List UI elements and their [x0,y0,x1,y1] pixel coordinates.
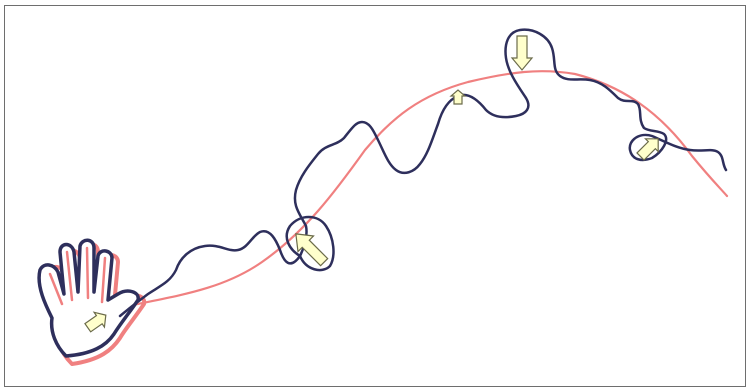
freehand-gesture-path [118,28,728,318]
arrow-up-right [636,138,659,161]
arrow-start [84,311,107,333]
arrow-small-top [449,89,467,105]
smooth-gesture-path [126,70,729,308]
arrow-down [510,35,534,71]
freehand-loop [285,215,335,272]
hand-finger-lines [48,246,107,306]
arrow-up-left [295,233,329,267]
